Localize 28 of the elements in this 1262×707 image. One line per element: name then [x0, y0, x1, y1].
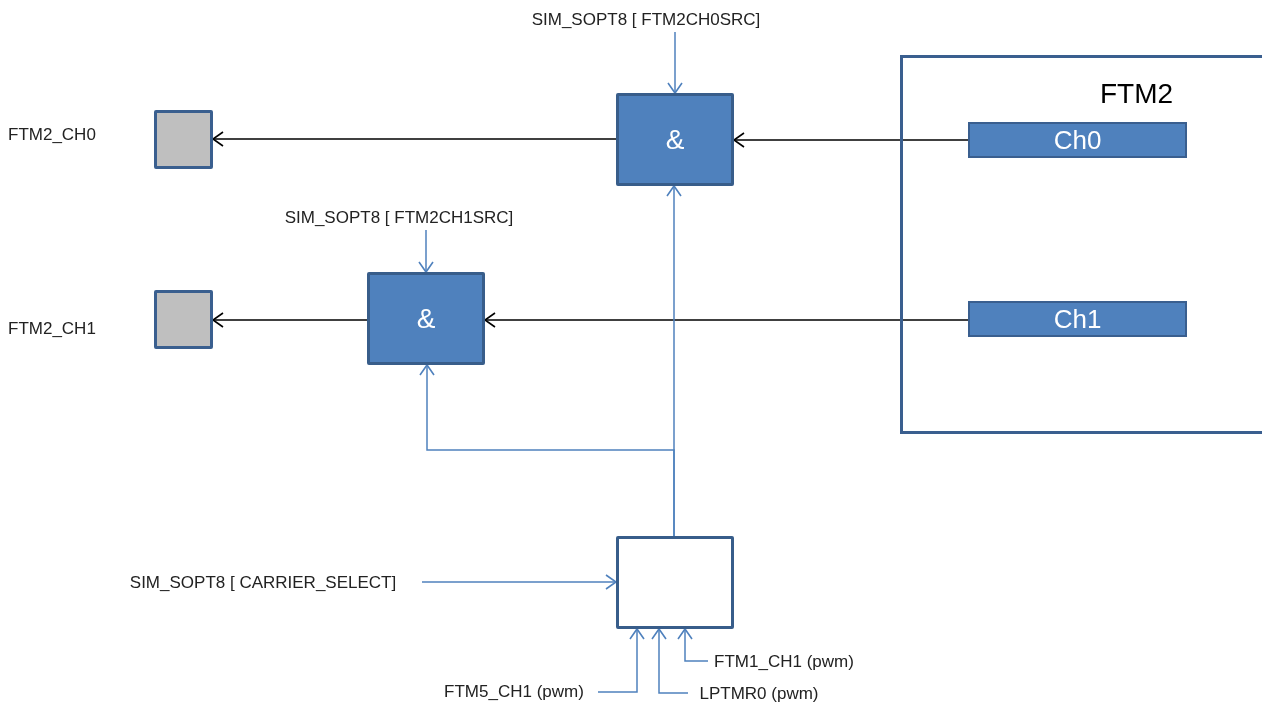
pin-label: FTM2_CH1 [8, 320, 96, 337]
arrow [597, 628, 645, 693]
pin-square [154, 110, 213, 169]
arrow [212, 312, 368, 328]
arrow [484, 312, 969, 328]
arrow [418, 229, 434, 273]
signal-label: SIM_SOPT8 [ FTM2CH1SRC] [258, 204, 540, 230]
signal-label: FTM1_CH1 (pwm) [708, 649, 860, 673]
module-frame [900, 55, 1262, 434]
pin-square [154, 290, 213, 349]
selector-box [616, 536, 734, 629]
signal-label: LPTMR0 (pwm) [688, 681, 830, 705]
arrow [419, 364, 675, 537]
arrow [212, 131, 617, 147]
signal-label: SIM_SOPT8 [ FTM2CH0SRC] [505, 6, 787, 32]
channel-bar: Ch1 [968, 301, 1187, 337]
channel-bar: Ch0 [968, 122, 1187, 158]
arrow [733, 132, 969, 148]
arrow [421, 574, 617, 590]
module-title: FTM2 [1100, 80, 1174, 108]
signal-label: SIM_SOPT8 [ CARRIER_SELECT] [104, 569, 422, 595]
and-gate: & [616, 93, 734, 186]
pin-label: FTM2_CH0 [8, 126, 96, 143]
and-gate: & [367, 272, 485, 365]
arrow [677, 628, 709, 662]
arrow [667, 31, 683, 94]
arrow [651, 628, 689, 694]
signal-label: FTM5_CH1 (pwm) [430, 679, 598, 703]
